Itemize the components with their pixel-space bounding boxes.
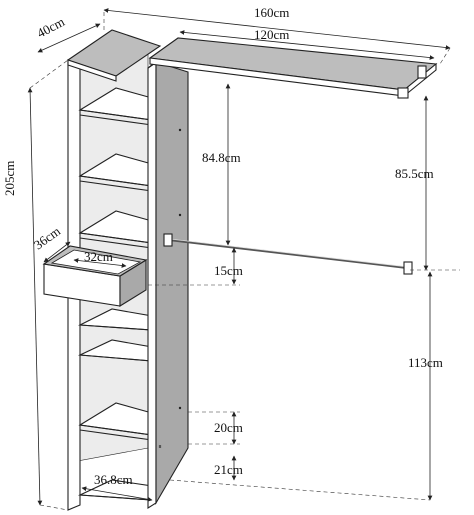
rail-bracket — [403, 261, 413, 275]
top-shelf — [148, 37, 438, 99]
label-bottom-rail-height: 21cm — [214, 462, 243, 477]
top-shelf-bracket — [417, 65, 427, 79]
label-lower-rail-height: 113cm — [408, 355, 443, 370]
label-drawer-depth: 36cm — [31, 223, 63, 252]
dimension-lines — [27, 8, 460, 511]
label-depth: 40cm — [34, 14, 67, 41]
label-inner-width: 36.8cm — [94, 472, 133, 487]
label-rail-drop: 15cm — [214, 263, 243, 278]
label-bottom-rail-gap: 20cm — [214, 420, 243, 435]
left-tower — [66, 29, 162, 511]
label-rail-height-right: 85.5cm — [395, 166, 434, 181]
label-height: 205cm — [2, 161, 17, 196]
label-top-shelf-width: 120cm — [254, 27, 289, 42]
centre-divider — [147, 45, 190, 509]
label-drawer-width: 32cm — [84, 249, 113, 264]
label-rail-gap: 84.8cm — [202, 150, 241, 165]
label-total-width: 160cm — [254, 5, 289, 20]
upper-rail — [163, 233, 413, 275]
